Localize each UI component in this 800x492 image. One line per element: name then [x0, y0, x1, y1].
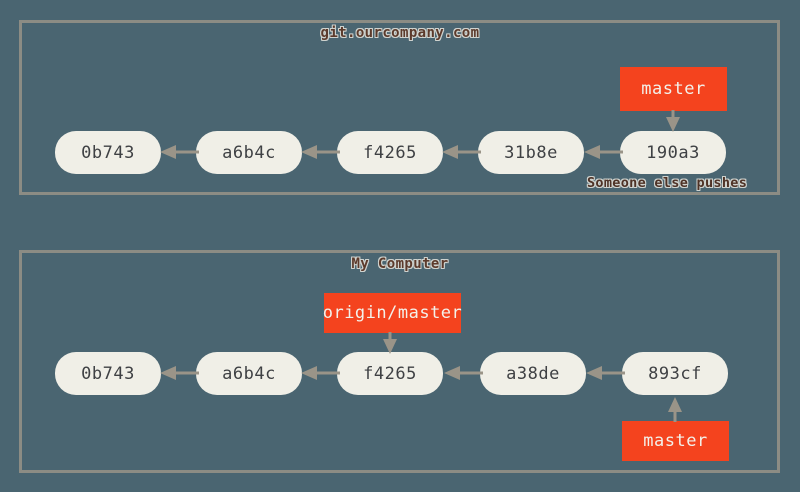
ref-label: origin/master: [322, 303, 463, 323]
commit-node-remote-f4265[interactable]: f4265: [337, 131, 443, 174]
parent-arrow-remote-4: [584, 145, 623, 159]
commit-label: 0b743: [81, 363, 135, 384]
commit-label: 190a3: [646, 142, 700, 163]
ref-box-local-master[interactable]: master: [622, 421, 729, 461]
commit-node-local-a38de[interactable]: a38de: [480, 352, 586, 395]
annotation-someone-else-pushes: Someone else pushes: [587, 175, 748, 191]
commit-node-remote-a6b4c[interactable]: a6b4c: [196, 131, 302, 174]
commit-node-local-893cf[interactable]: 893cf: [622, 352, 728, 395]
commit-node-remote-31b8e[interactable]: 31b8e: [478, 131, 584, 174]
commit-node-remote-190a3[interactable]: 190a3: [620, 131, 726, 174]
ref-box-remote-master[interactable]: master: [620, 67, 727, 111]
ref-pointer-local-origin-master: [383, 332, 397, 354]
commit-label: a6b4c: [222, 142, 276, 163]
parent-arrow-local-2: [301, 366, 340, 380]
commit-label: 0b743: [81, 142, 135, 163]
commit-label: a6b4c: [222, 363, 276, 384]
ref-pointer-local-master: [668, 397, 682, 422]
panel-local-repository: [19, 250, 780, 473]
parent-arrow-remote-1: [160, 145, 199, 159]
panel-local-title: My Computer: [351, 256, 449, 272]
parent-arrow-local-1: [160, 366, 199, 380]
parent-arrow-local-3: [444, 366, 483, 380]
panel-remote-repository: [19, 20, 780, 195]
ref-label: master: [643, 431, 708, 451]
ref-label: master: [641, 79, 706, 99]
commit-label: f4265: [363, 142, 417, 163]
ref-box-local-origin-master[interactable]: origin/master: [322, 293, 463, 333]
parent-arrow-remote-2: [301, 145, 340, 159]
commit-label: f4265: [363, 363, 417, 384]
parent-arrow-remote-3: [442, 145, 481, 159]
commit-label: a38de: [506, 363, 560, 384]
commit-label: 31b8e: [504, 142, 558, 163]
panel-remote-title: git.ourcompany.com: [320, 25, 480, 41]
ref-pointer-remote-master: [666, 110, 680, 132]
commit-node-remote-0b743[interactable]: 0b743: [55, 131, 161, 174]
commit-label: 893cf: [648, 363, 702, 384]
parent-arrow-local-4: [586, 366, 625, 380]
commit-node-local-0b743[interactable]: 0b743: [55, 352, 161, 395]
commit-node-local-f4265[interactable]: f4265: [337, 352, 443, 395]
commit-node-local-a6b4c[interactable]: a6b4c: [196, 352, 302, 395]
